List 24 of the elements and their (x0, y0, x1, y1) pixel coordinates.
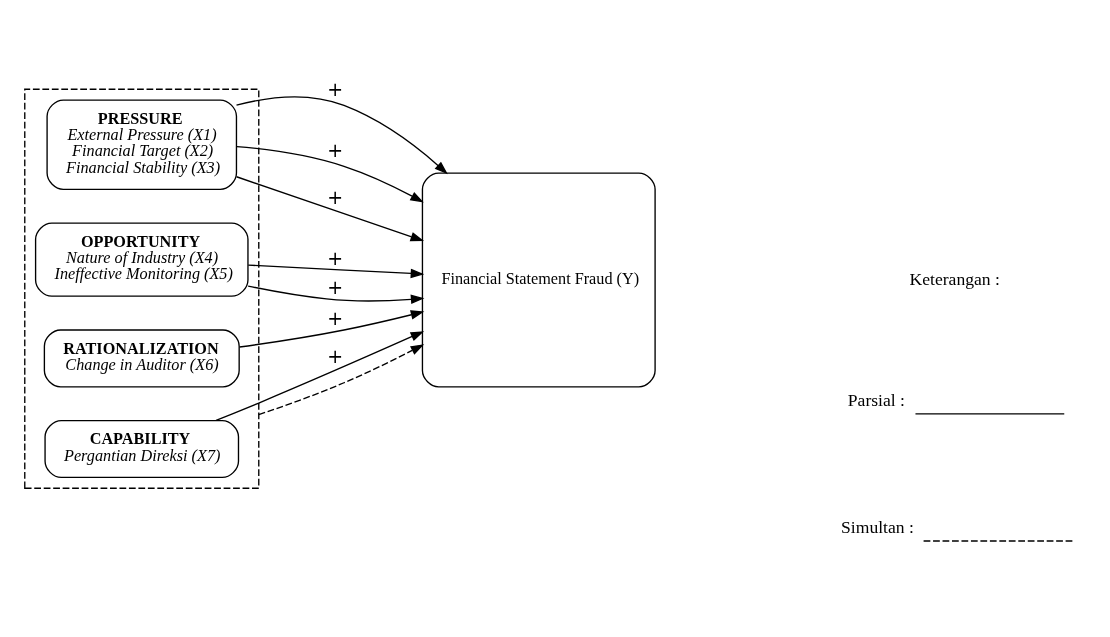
edge-label: + (327, 139, 344, 162)
label: Keterangan : (909, 268, 1000, 289)
edge-label: + (327, 344, 344, 367)
arrow (236, 145, 424, 203)
arrow (238, 310, 425, 348)
arrow (247, 285, 425, 305)
edge-label: + (327, 306, 344, 329)
edge-label: + (327, 247, 344, 270)
cluster (24, 88, 260, 489)
node-box: PRESSURE External Pressure (X1) Financial Target (X2) Financial Stability (X3) (46, 99, 238, 190)
edge-label: + (327, 186, 344, 209)
arrow (247, 264, 425, 279)
arrow (258, 344, 425, 416)
node-box: OPPORTUNITY Nature of Industry (X4) Ineffective Monitoring (X5) (34, 222, 249, 297)
edge-label: + (327, 78, 344, 101)
node-box: Financial Statement Fraud (Y) (421, 172, 656, 388)
arrow (215, 331, 425, 422)
legend-label: Simultan : (841, 517, 914, 538)
legend-label: Parsial : (847, 390, 905, 411)
edge-label: + (327, 275, 344, 298)
arrow (235, 96, 448, 175)
arrow (235, 176, 425, 242)
node-box: CAPABILITY Pergantian Direksi (X7) (44, 419, 240, 479)
node-box: RATIONALIZATION Change in Auditor (X6) (43, 329, 240, 388)
